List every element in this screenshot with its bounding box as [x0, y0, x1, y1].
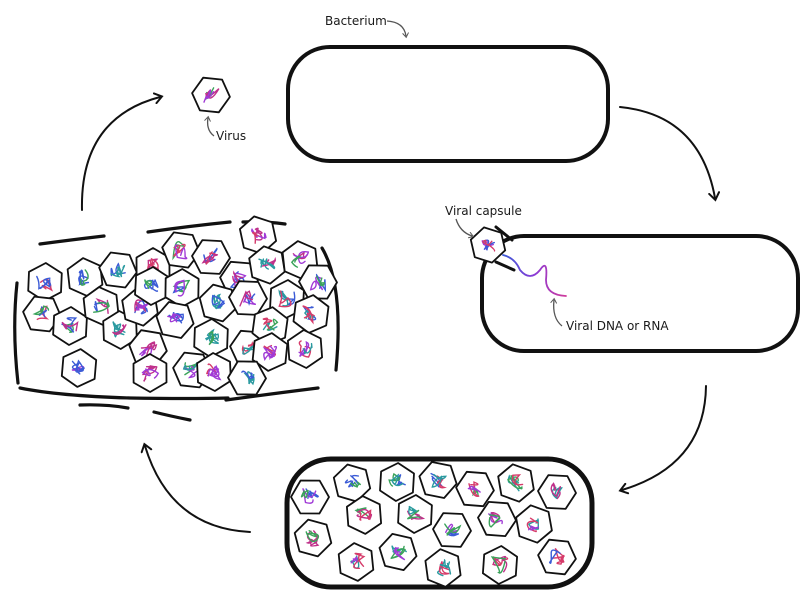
- virus-icon: [193, 318, 229, 358]
- bacterium-label: Bacterium: [325, 14, 387, 28]
- infection-stage: Viral capsule Viral DNA or RNA: [445, 204, 800, 353]
- virus-icon: [337, 542, 375, 582]
- arrow-to-lysis: [140, 442, 251, 533]
- virus-icon: [290, 479, 330, 515]
- virus-icon: [298, 264, 338, 300]
- virus-icon: [128, 329, 168, 367]
- arrow-to-infection: [619, 106, 721, 202]
- virus-icon: [52, 306, 88, 346]
- virus-icon: [345, 495, 383, 535]
- virus-icon: [134, 266, 170, 306]
- virus-icon: [292, 294, 330, 334]
- bacterium-pointer: [386, 20, 409, 39]
- virus-icon: [191, 76, 231, 114]
- virus-icon: [481, 545, 518, 585]
- virus-icon: [332, 463, 372, 503]
- virus-icon: [477, 500, 517, 537]
- virus-icon: [455, 470, 495, 508]
- virus-icon: [161, 231, 201, 269]
- virus-icon: [164, 268, 200, 308]
- virus-icon: [191, 239, 231, 275]
- virus-icon: [379, 462, 415, 502]
- replicating-bacterium-cell: [284, 456, 595, 590]
- arrow-to-replication: [618, 385, 707, 495]
- virus-icon: [251, 332, 289, 372]
- viral-dna-label: Viral DNA or RNA: [566, 319, 669, 333]
- dna-pointer: [550, 297, 563, 327]
- virus-icon: [22, 295, 62, 333]
- virus-icon: [537, 474, 577, 510]
- virus-icon: [397, 494, 433, 534]
- virus-icon: [248, 245, 286, 285]
- cycle-arrows: [80, 92, 721, 533]
- virus-icon: [191, 76, 231, 114]
- free-virus: Virus: [191, 76, 246, 143]
- viral-capsule-label: Viral capsule: [445, 204, 522, 218]
- virus-icon: [515, 504, 553, 544]
- viral-capsule-icon: [469, 226, 507, 264]
- virus-icon: [228, 280, 268, 316]
- virus-pointer: [204, 115, 215, 137]
- virus-label: Virus: [216, 129, 246, 143]
- virus-icon: [60, 348, 98, 388]
- lysis-stage: [13, 215, 340, 422]
- virus-icon: [132, 353, 168, 393]
- bacterium-stage: Bacterium: [286, 14, 610, 163]
- virus-icon: [469, 226, 507, 264]
- virus-icon: [424, 548, 462, 588]
- bacterium-cell: [286, 45, 610, 163]
- capsule-pointer: [455, 218, 475, 239]
- virus-icon: [432, 512, 472, 548]
- virus-icon: [196, 352, 232, 392]
- replication-stage: [284, 456, 595, 590]
- burst-cell-wall: [13, 220, 340, 422]
- virus-icon: [418, 461, 458, 499]
- virus-icon: [497, 463, 535, 503]
- released-viruses: [22, 215, 338, 396]
- virus-icon: [27, 262, 63, 302]
- virus-icon: [378, 533, 418, 571]
- virus-icon: [227, 360, 267, 396]
- arrow-to-release: [80, 92, 164, 211]
- virus-icon: [293, 518, 333, 558]
- virus-icon: [98, 251, 138, 289]
- virus-icon: [286, 329, 324, 369]
- virus-icon: [155, 301, 195, 339]
- virus-icon: [198, 283, 238, 323]
- capsule-tail-bottom: [494, 260, 516, 272]
- viral-dna-strand: [502, 254, 567, 297]
- infected-bacterium-cell: [480, 234, 800, 353]
- replicated-viruses: [290, 461, 577, 588]
- capsule-tail-top: [494, 225, 514, 242]
- virus-icon: [537, 538, 577, 576]
- virus-icon: [238, 215, 278, 255]
